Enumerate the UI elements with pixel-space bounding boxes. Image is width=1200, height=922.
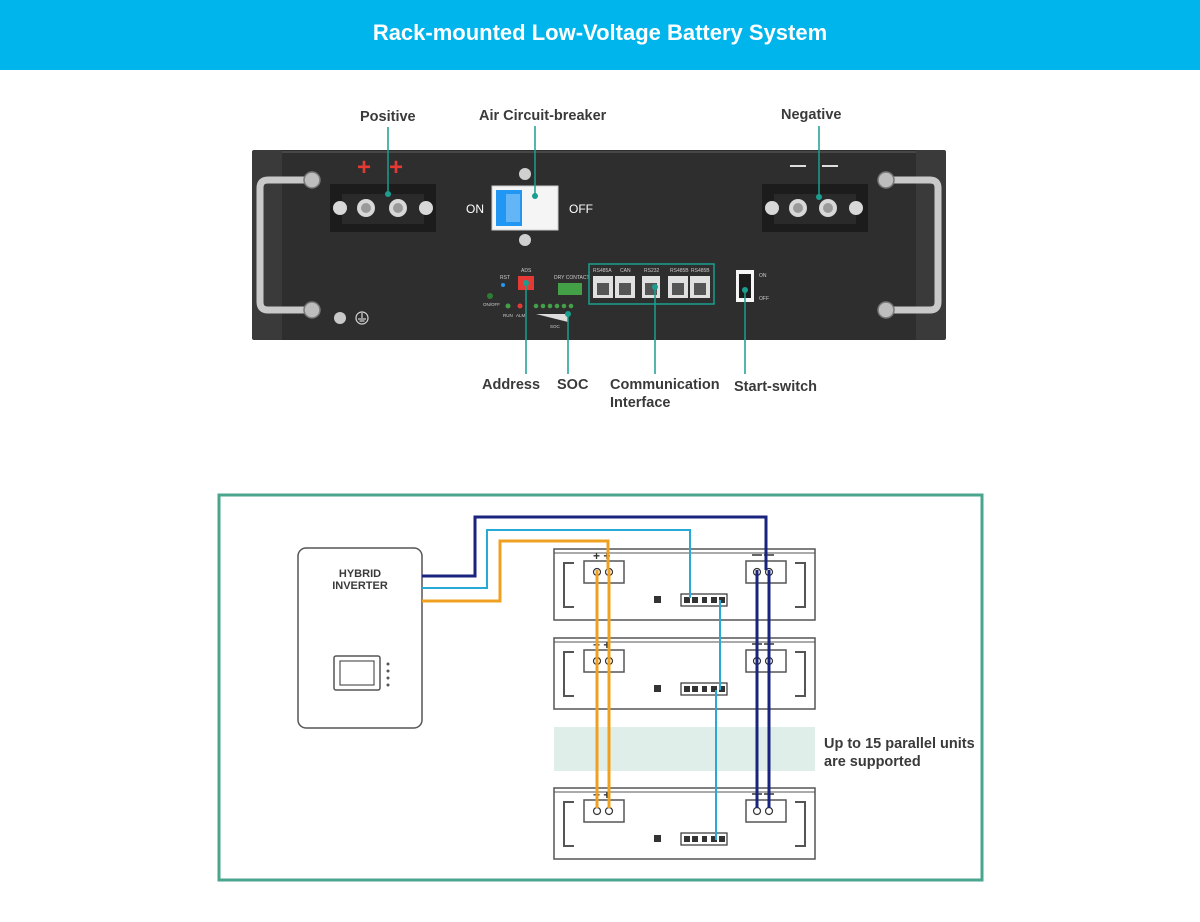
- battery-front-panel: + + ON OFF RST ADS DRY CONTACT ON/OFF RU…: [252, 126, 946, 374]
- callout-communication: Communication: [610, 377, 720, 393]
- run-label: RUN: [503, 313, 513, 318]
- positive-terminal: [330, 184, 436, 232]
- left-handle: [256, 176, 316, 314]
- parallel-gap-band: [554, 727, 815, 771]
- port-label: RS485A: [593, 268, 612, 274]
- air-circuit-breaker: ON OFF: [466, 168, 593, 246]
- negative-wire: [422, 515, 768, 578]
- plus-marks: + +: [593, 549, 610, 563]
- start-switch: ON OFF: [736, 270, 769, 302]
- communication-interface: RS485A CAN RS232 RS485B RS485B: [588, 263, 715, 305]
- dry-contact-connector: [558, 283, 582, 295]
- callout-negative: Negative: [781, 107, 842, 123]
- port-label: CAN: [620, 268, 631, 274]
- plus-marks: + +: [593, 638, 610, 652]
- breaker-on-label: ON: [466, 202, 484, 216]
- breaker-off-label: OFF: [569, 202, 593, 216]
- soc-small-label: SOC: [550, 324, 561, 329]
- alm-label: ALM: [516, 313, 526, 318]
- inverter-label-line2: INVERTER: [332, 580, 388, 592]
- positive-plus-sign: +: [357, 154, 371, 181]
- rst-label: RST: [500, 275, 510, 281]
- on-off-label: ON/OFF: [483, 302, 500, 307]
- battery-module: + +: [553, 548, 816, 621]
- communication-wire: [422, 529, 691, 598]
- plus-marks: + +: [593, 788, 610, 802]
- positive-wire: [422, 539, 610, 603]
- callout-soc: SOC: [557, 377, 589, 393]
- header-banner: Rack-mounted Low-Voltage Battery System: [0, 0, 1200, 70]
- wires: [422, 515, 771, 840]
- port-label: RS485B: [670, 268, 689, 274]
- ads-label: ADS: [521, 268, 532, 274]
- switch-off-label: OFF: [759, 296, 769, 302]
- inverter-label-line1: HYBRID: [338, 568, 382, 580]
- switch-on-label: ON: [759, 273, 767, 279]
- page-title: Rack-mounted Low-Voltage Battery System: [372, 20, 828, 45]
- port-label: RS232: [644, 268, 660, 274]
- negative-terminal: [762, 184, 868, 232]
- dry-contact-label: DRY CONTACT: [554, 275, 590, 281]
- note-line1: Up to 15 parallel units: [824, 736, 975, 752]
- callout-address: Address: [482, 377, 541, 393]
- port-label: RS485B: [691, 268, 710, 274]
- battery-module: + +: [553, 637, 816, 710]
- diagram-frame: [217, 493, 984, 882]
- ground-icon: [355, 311, 369, 325]
- callout-lines: [387, 126, 820, 374]
- note-line2: are supported: [824, 754, 921, 770]
- panel-body: [282, 150, 916, 340]
- right-handle: [882, 176, 942, 314]
- callout-air-circuit-breaker: Air Circuit-breaker: [479, 108, 607, 124]
- callout-start-switch: Start-switch: [734, 379, 817, 395]
- inverter-label: HYBRID INVERTER: [300, 568, 420, 592]
- positive-plus-sign: +: [389, 154, 403, 181]
- battery-modules: + + + + + +: [553, 548, 816, 860]
- ground-screw: [334, 312, 346, 324]
- callout-positive: Positive: [360, 109, 416, 125]
- soc-leds: [533, 303, 574, 309]
- battery-module: + +: [553, 787, 816, 860]
- callout-interface: Interface: [610, 395, 671, 411]
- parallel-units-note: Up to 15 parallel units are supported: [824, 735, 975, 771]
